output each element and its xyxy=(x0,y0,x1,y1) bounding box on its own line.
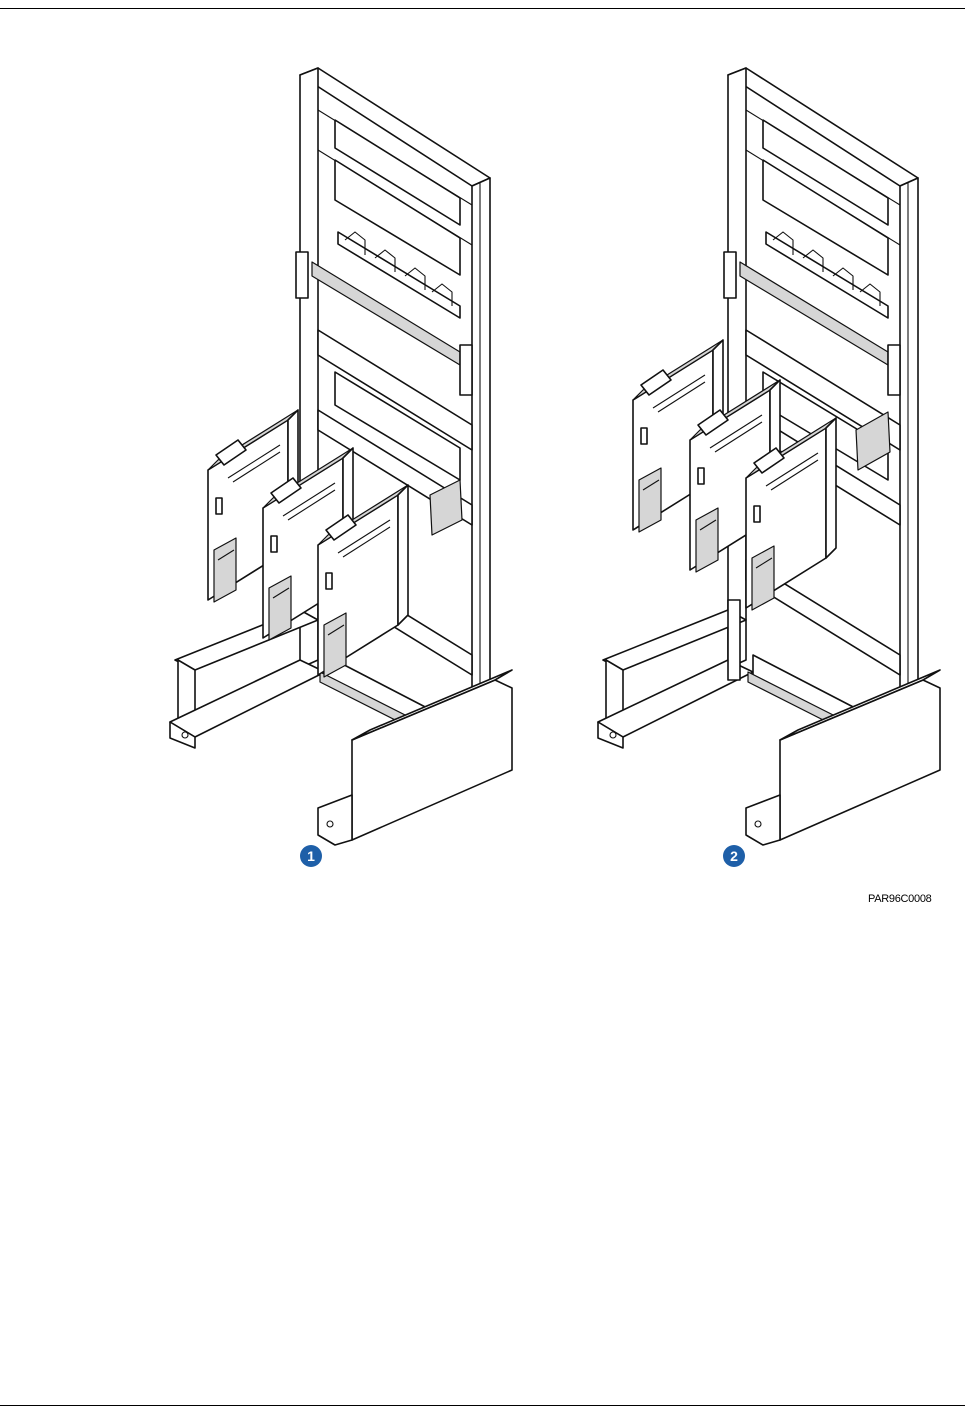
rack-figure-1 xyxy=(170,68,512,845)
callout-1-badge: 1 xyxy=(300,845,322,867)
callout-1-label: 1 xyxy=(307,848,315,864)
rack-figure-2 xyxy=(598,68,940,845)
callout-2-badge: 2 xyxy=(723,845,745,867)
callout-2-label: 2 xyxy=(730,848,738,864)
figure-id-label: PAR96C0008 xyxy=(868,893,931,905)
